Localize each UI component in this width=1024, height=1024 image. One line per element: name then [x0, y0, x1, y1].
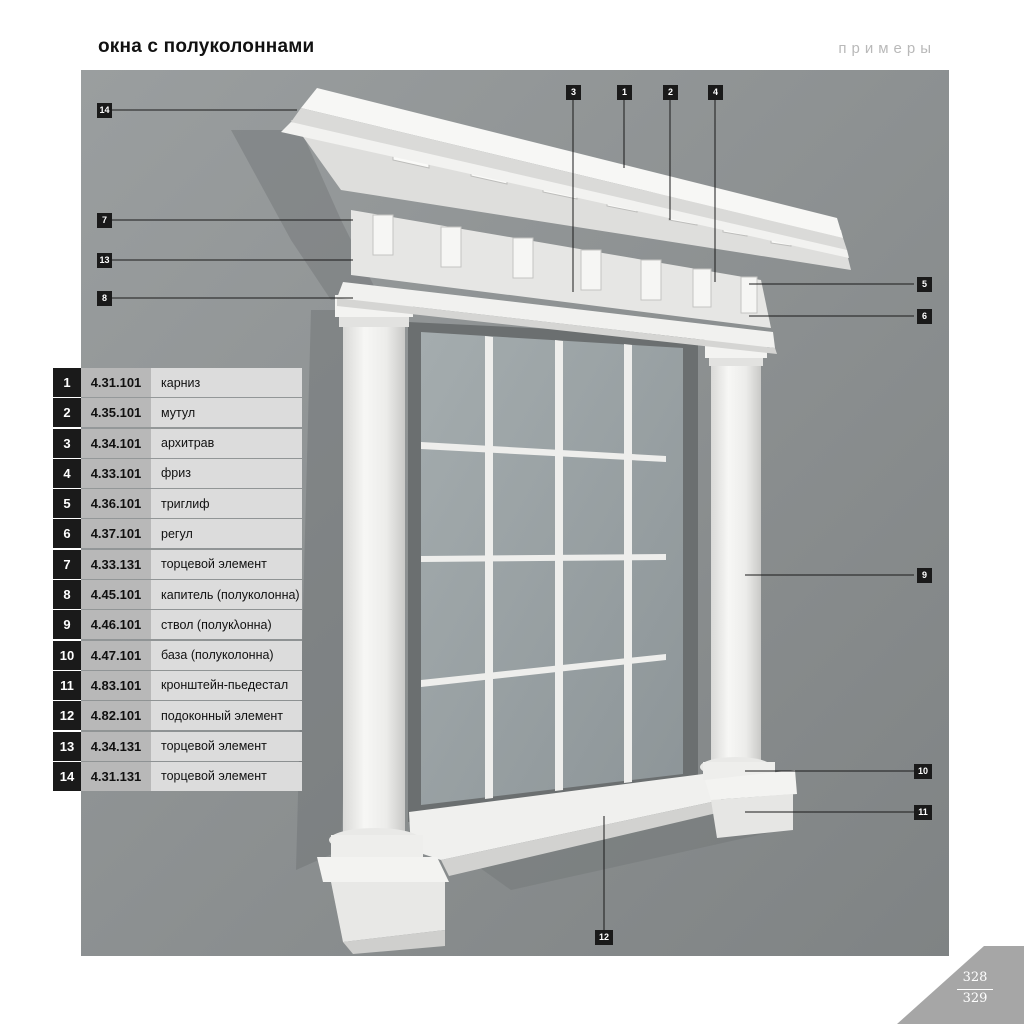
part-code: 4.45.101 — [81, 580, 151, 610]
part-name: подоконный элемент — [151, 701, 302, 731]
part-code: 4.31.101 — [81, 368, 151, 397]
callout-7: 7 — [97, 213, 112, 228]
part-code: 4.36.101 — [81, 489, 151, 519]
part-number: 13 — [53, 731, 81, 761]
part-code: 4.33.131 — [81, 549, 151, 579]
window-mullions — [421, 336, 666, 799]
part-name: ствол (полукλонна) — [151, 610, 302, 640]
section-tag: примеры — [838, 40, 936, 57]
part-name: триглиф — [151, 489, 302, 519]
cornice — [301, 88, 843, 238]
callout-8: 8 — [97, 291, 112, 306]
part-name: регул — [151, 519, 302, 549]
part-code: 4.31.131 — [81, 761, 151, 791]
triglyphs — [372, 214, 758, 314]
part-name: фриз — [151, 458, 302, 488]
part-name: торцевой элемент — [151, 731, 302, 761]
part-number: 4 — [53, 458, 81, 488]
callout-1: 1 — [617, 85, 632, 100]
part-number: 6 — [53, 519, 81, 549]
part-number: 8 — [53, 580, 81, 610]
part-code: 4.35.101 — [81, 398, 151, 428]
part-name: капитель (полуколонна) — [151, 580, 302, 610]
window-glass — [421, 332, 683, 805]
part-number: 3 — [53, 428, 81, 458]
architectural-photo: 14 7 13 8 3 1 2 4 5 6 9 10 11 12 — [81, 70, 949, 956]
part-code: 4.33.101 — [81, 458, 151, 488]
part-code: 4.47.101 — [81, 640, 151, 670]
page-number-right: 329 — [962, 991, 988, 1006]
part-name: торцевой элемент — [151, 549, 302, 579]
part-number: 9 — [53, 610, 81, 640]
architrave — [337, 282, 775, 348]
part-code: 4.83.101 — [81, 670, 151, 700]
part-name: мутул — [151, 398, 302, 428]
part-number: 1 — [53, 368, 81, 397]
part-number: 10 — [53, 640, 81, 670]
part-number: 14 — [53, 761, 81, 791]
right-half-column — [700, 338, 797, 838]
page-title: окна с полуколоннами — [98, 36, 315, 57]
callout-5: 5 — [917, 277, 932, 292]
part-number: 2 — [53, 398, 81, 428]
part-number: 11 — [53, 670, 81, 700]
page-number-left: 328 — [962, 970, 988, 985]
callout-14: 14 — [97, 103, 112, 118]
callout-12: 12 — [595, 930, 613, 945]
page-number-divider — [957, 989, 993, 990]
callout-3: 3 — [566, 85, 581, 100]
callout-6: 6 — [917, 309, 932, 324]
callout-10: 10 — [914, 764, 932, 779]
callout-9: 9 — [917, 568, 932, 583]
part-number: 12 — [53, 701, 81, 731]
part-name: карниз — [151, 368, 302, 397]
cornice-shadow — [231, 130, 381, 300]
part-number: 7 — [53, 549, 81, 579]
callout-11: 11 — [914, 805, 932, 820]
part-code: 4.34.101 — [81, 428, 151, 458]
part-name: торцевой элемент — [151, 761, 302, 791]
callout-2: 2 — [663, 85, 678, 100]
part-code: 4.34.131 — [81, 731, 151, 761]
window-sill — [409, 774, 721, 860]
part-code: 4.82.101 — [81, 701, 151, 731]
part-code: 4.37.101 — [81, 519, 151, 549]
part-code: 4.46.101 — [81, 610, 151, 640]
part-name: архитрав — [151, 428, 302, 458]
callout-13: 13 — [97, 253, 112, 268]
part-number: 5 — [53, 489, 81, 519]
leader-lines — [111, 98, 914, 930]
part-name: кронштейн-пьедестал — [151, 670, 302, 700]
part-name: база (полуколонна) — [151, 640, 302, 670]
callout-4: 4 — [708, 85, 723, 100]
